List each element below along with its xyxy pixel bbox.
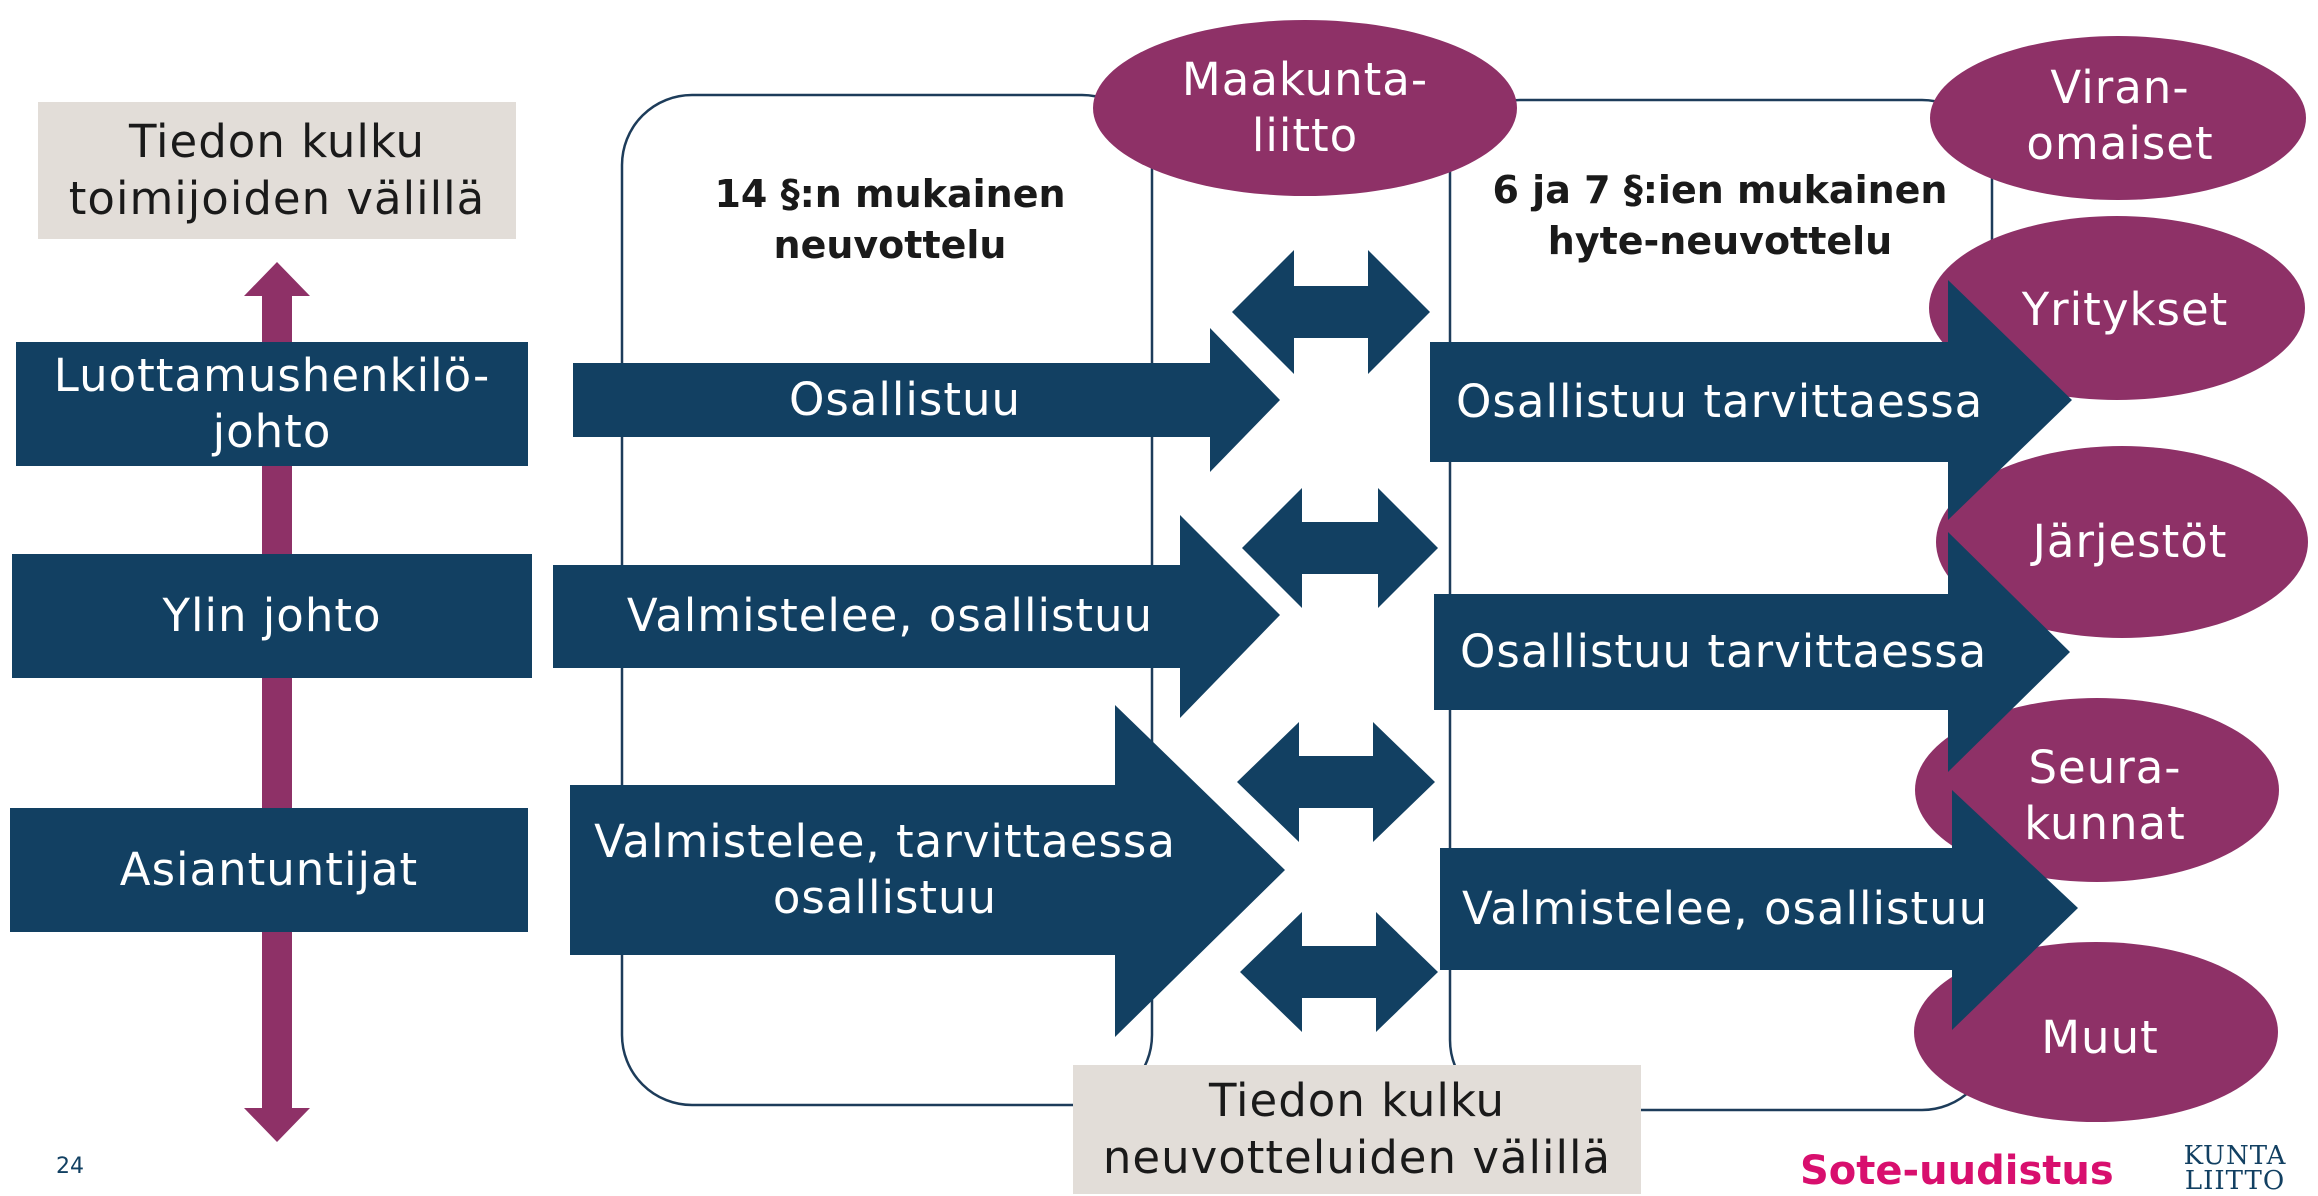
consultation-14-title: 14 §:n mukainen neuvottelu [714,171,1066,267]
stakeholder-seurakunnat: Seura-kunnat [2024,740,2186,850]
role-hyte-row-3: Valmistelee, osallistuu [1462,881,1989,935]
info-flow-consultations-label: Tiedon kulku neuvotteluiden välillä [1102,1074,1612,1184]
info-flow-actors-label: Tiedon kulku toimijoiden välillä [68,115,486,225]
stakeholder-muut: Muut [2041,1010,2159,1064]
consultation-hyte-title: 6 ja 7 §:ien mukainen hyte-neuvottelu [1492,167,1948,263]
level-label-asiantuntijat: Asiantuntijat [119,842,419,896]
brand-sote-uudistus: Sote-uudistus [1800,1148,2114,1194]
arrow-hyte-row-1 [1430,280,2072,520]
level-label-luottamushenkilojohto: Luottamushenkilö-johto [53,348,491,458]
double-arrow-3 [1237,722,1435,842]
role-14-row-1: Osallistuu [788,372,1022,426]
page-number: 24 [56,1154,84,1179]
stakeholder-ellipse-seurakunnat [1915,698,2279,882]
info-flow-consultations-box [1073,1065,1641,1194]
stakeholder-ellipse-viranomaiset [1930,36,2306,200]
arrow-14-row-1 [573,328,1280,472]
level-box-2 [12,554,532,678]
role-hyte-row-2: Osallistuu tarvittaessa [1460,624,1988,678]
role-hyte-row-1: Osallistuu tarvittaessa [1456,374,1984,428]
maakuntaliitto-ellipse [1093,20,1517,196]
stakeholder-ellipse-muut [1914,942,2278,1122]
kuntaliitto-logo: KUNTA LIITTO [2183,1141,2287,1196]
role-14-row-3: Valmistelee, tarvittaessa osallistuu [594,814,1176,924]
arrow-hyte-row-2 [1434,532,2070,772]
role-14-row-2: Valmistelee, osallistuu [626,589,1154,643]
stakeholder-viranomaiset: Viran-omaiset [2026,60,2214,170]
level-box-3 [10,808,528,932]
double-arrow-4 [1240,912,1438,1032]
level-label-ylin-johto: Ylin johto [162,588,382,642]
level-box-1 [16,342,528,466]
stakeholder-ellipse-jarjestot [1936,446,2308,638]
arrow-14-row-3 [570,705,1285,1037]
stakeholder-jarjestot: Järjestöt [2032,514,2228,568]
between-arrows [1232,250,1438,1032]
arrow-14-row-2 [553,515,1280,718]
info-flow-actors-box [38,102,516,239]
maakuntaliitto-label: Maakunta-liitto [1181,52,1429,162]
arrow-hyte-row-3 [1440,790,2078,1030]
double-arrow-1 [1232,250,1430,374]
double-arrow-2 [1242,488,1438,608]
stakeholder-yritykset: Yritykset [2021,282,2229,336]
